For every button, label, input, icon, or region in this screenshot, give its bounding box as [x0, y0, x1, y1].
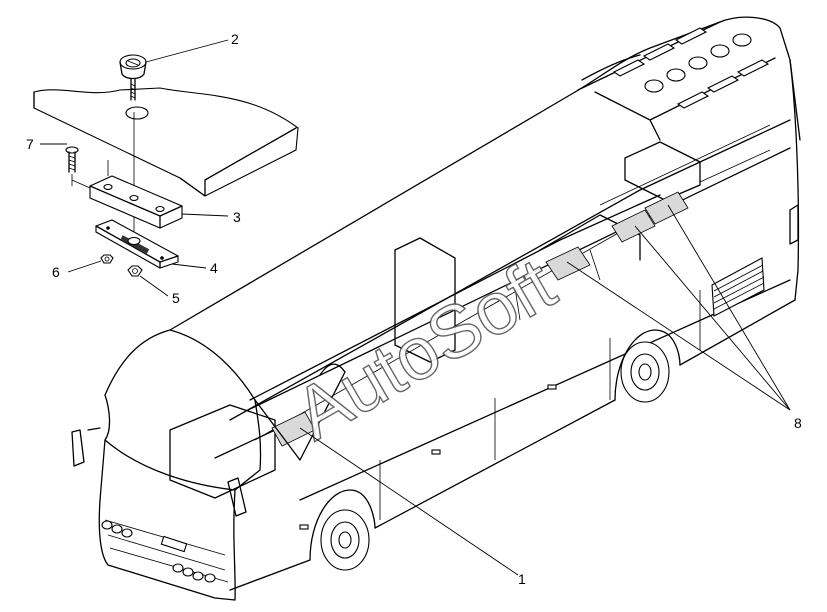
cutaway-box-front — [169, 404, 276, 499]
callout-5: 5 — [172, 290, 180, 306]
callout-4: 4 — [210, 260, 218, 276]
callout-2: 2 — [231, 31, 239, 47]
nut-5 — [127, 265, 143, 277]
right-mirror — [227, 477, 247, 517]
roof-vents — [612, 27, 770, 109]
roof-panel-8c — [644, 191, 689, 225]
side-top-line — [249, 194, 661, 401]
window-lower-line — [299, 279, 791, 501]
callout-7: 7 — [26, 136, 34, 152]
door-handle-2 — [547, 384, 557, 390]
roof-panel-8a — [545, 246, 591, 281]
callout-8: 8 — [794, 415, 802, 431]
door-handle-1 — [431, 449, 441, 455]
roof-panel-thickness — [33, 91, 297, 197]
roof-front-edge — [104, 329, 256, 441]
rear-wheel — [614, 329, 681, 403]
leader-3 — [181, 213, 229, 217]
callout-6: 6 — [52, 264, 60, 280]
clip-strip — [95, 219, 179, 269]
cutaway-box-mid — [394, 237, 456, 363]
door-handle-3 — [299, 524, 309, 530]
leader-1 — [299, 427, 519, 576]
leader-5 — [139, 275, 169, 297]
roof-panel-8b — [611, 209, 656, 243]
cutaway-interior — [254, 124, 771, 441]
callout-3: 3 — [233, 209, 241, 225]
leader-lines — [40, 39, 791, 576]
front-face — [98, 489, 236, 601]
leader-6 — [67, 260, 102, 273]
bus-roof-outline — [104, 16, 801, 396]
windshield — [99, 399, 262, 501]
watermark: AutoSoft — [281, 242, 569, 456]
detail-inset — [33, 54, 299, 277]
rear-grille-slats — [713, 264, 765, 310]
front-wheel — [309, 489, 376, 571]
luggage-doors — [379, 290, 701, 520]
headlights — [101, 520, 216, 583]
leader-2 — [145, 39, 229, 63]
front-grille — [104, 519, 229, 583]
front-pillar — [254, 363, 346, 461]
roof-interior-line — [229, 119, 791, 421]
panel-hole — [125, 106, 149, 120]
skirt-line — [229, 299, 796, 591]
front-badge — [160, 535, 188, 553]
nut-6 — [100, 254, 114, 264]
leader-8b — [634, 225, 791, 411]
roof-panel-section — [33, 87, 299, 197]
coach-bus — [71, 16, 801, 601]
leader-8a — [566, 261, 791, 411]
callout-labels: 2 3 4 5 6 7 1 8 — [26, 31, 802, 587]
left-mirror — [71, 427, 101, 467]
rear-end — [789, 59, 800, 301]
mounting-plate — [89, 175, 183, 229]
window-upper-line — [247, 147, 791, 411]
leader-4 — [171, 263, 207, 269]
leader-8c — [667, 204, 791, 411]
callout-1: 1 — [518, 571, 526, 587]
